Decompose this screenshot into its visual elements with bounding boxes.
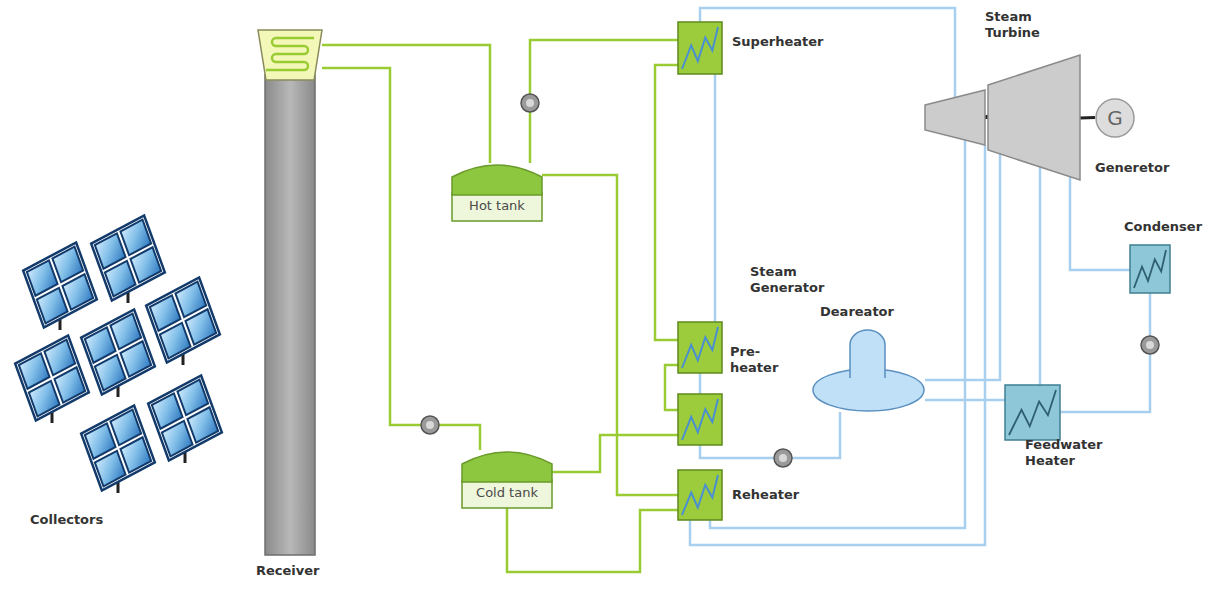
pipe-connector (1070, 180, 1130, 270)
heat-exchanger: Pre- heater (678, 394, 722, 445)
heat-exchanger: Reheater (678, 470, 722, 520)
tank-label: Cold tank (476, 485, 538, 501)
pump-symbol (421, 416, 439, 434)
receiver-tower-outline (258, 30, 322, 555)
deaerator-vessel: Deareator (812, 330, 925, 412)
pipe-connector (699, 373, 702, 394)
pipe-connector (925, 399, 1005, 402)
pipe-connector (925, 180, 1000, 380)
solar-panel (23, 242, 97, 330)
deaerator-vessel-outline (812, 330, 925, 412)
component-label: Receiver (256, 563, 320, 579)
component-label: Superheater (732, 34, 823, 50)
solar-panel (15, 335, 89, 423)
pipe-connector (714, 74, 717, 322)
component-label: Steam Turbine (985, 9, 1067, 41)
pipe-connector (322, 68, 480, 450)
pipe-connector (542, 175, 678, 495)
component-label: Generetor (1095, 160, 1169, 176)
generator-letter: G (1095, 98, 1135, 138)
solar-panel (148, 375, 222, 463)
condenser-box: Condenser (1130, 245, 1170, 293)
component-label: Reheater (732, 487, 799, 503)
pump-symbol (521, 94, 539, 112)
component-label: Steam Generator (750, 264, 842, 296)
heat-exchanger-outline (678, 470, 722, 520)
solar-panel (81, 309, 155, 397)
component-label: Pre- heater (730, 344, 786, 376)
pipe-connector (1080, 116, 1095, 120)
pipe-connector (690, 180, 985, 545)
heat-exchanger-outline (678, 322, 722, 373)
storage-tank: Hot tank (452, 163, 542, 221)
heat-exchanger-outline (678, 394, 722, 445)
pipe-connector (655, 65, 678, 340)
pipe-connector (665, 365, 678, 410)
condenser-box-outline (1130, 245, 1170, 293)
component-label: Feedwater Heater (1025, 437, 1117, 469)
solar-panel (91, 215, 165, 303)
pipe-connector (700, 8, 955, 55)
component-label: Condenser (1124, 219, 1202, 235)
pipe-connector (507, 508, 678, 572)
heat-exchanger-outline (678, 22, 722, 74)
field-label: Collectors (30, 512, 103, 528)
solar-panel (146, 277, 220, 365)
generator-circle: GGeneretor (1095, 98, 1135, 138)
feedwater-heater-box: Feedwater Heater (1005, 385, 1060, 440)
tank-label: Hot tank (469, 198, 525, 214)
solar-panel (81, 405, 155, 493)
pipe-connector (322, 45, 490, 163)
storage-tank: Cold tank (462, 450, 552, 508)
steam-turbine: Steam Turbine (925, 55, 1080, 180)
pump-symbol (774, 449, 792, 467)
heat-exchanger: Superheater (678, 22, 722, 74)
steam-turbine-outline (925, 55, 1080, 180)
heat-exchanger: Steam Generator (678, 322, 722, 373)
pipe-connector (1060, 293, 1150, 412)
pump-symbol (1141, 336, 1159, 354)
pipe-connector (552, 435, 678, 472)
pipe-connector (710, 180, 965, 528)
pipe-connector (1039, 180, 1042, 385)
receiver-tower: Receiver (258, 30, 322, 555)
feedwater-heater-box-outline (1005, 385, 1060, 440)
component-label: Deareator (820, 304, 894, 320)
